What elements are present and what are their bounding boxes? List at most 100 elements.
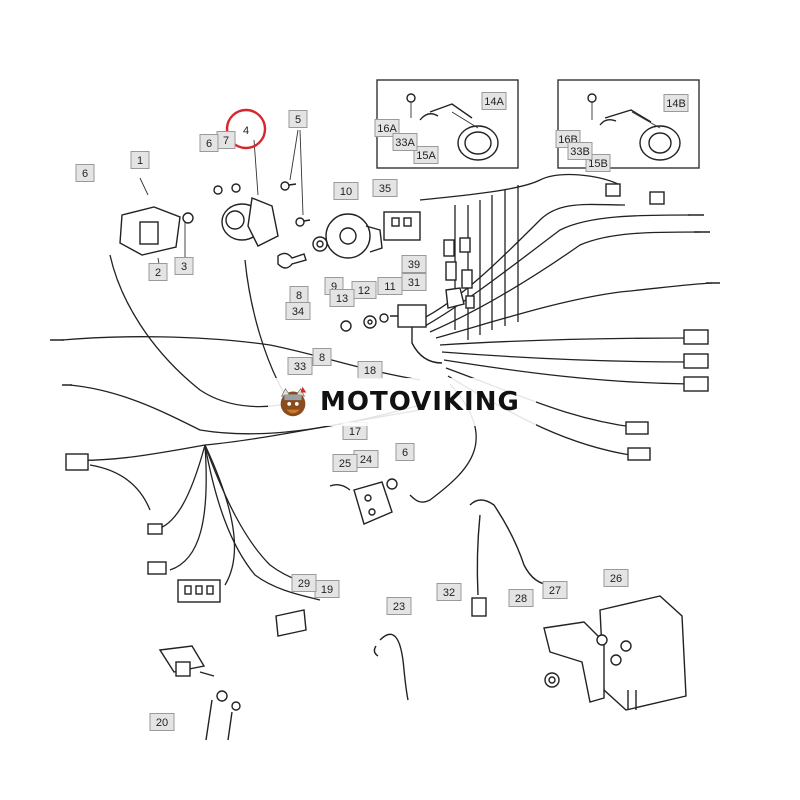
label-text: 6	[402, 447, 408, 459]
part-5-screws	[280, 129, 311, 227]
part-1-relay	[119, 177, 194, 271]
part-label-19: 19	[314, 580, 340, 598]
part-label-33b: 33B	[567, 142, 593, 160]
label-box	[174, 257, 194, 275]
part-label-18: 18	[357, 361, 383, 379]
part-label-14a: 14A	[481, 92, 507, 110]
label-text: 11	[384, 281, 395, 293]
label-box	[374, 119, 400, 137]
part-39-31-pins	[443, 237, 475, 309]
part-label-6: 6	[395, 443, 415, 461]
part-20-switch	[158, 645, 241, 741]
label-box	[148, 263, 168, 281]
label-text: 33B	[570, 146, 590, 158]
part-label-4: 4	[243, 125, 249, 137]
label-box	[567, 142, 593, 160]
label-box	[372, 179, 398, 197]
label-text: 9	[331, 281, 337, 293]
part-label-31: 31	[401, 273, 427, 291]
part-label-1: 1	[130, 151, 150, 169]
part-label-15a: 15A	[413, 146, 439, 164]
part-label-20: 20	[149, 713, 175, 731]
label-box	[287, 357, 313, 375]
part-26-27-28-unit	[543, 595, 687, 711]
label-text: 17	[349, 426, 361, 438]
label-box	[603, 569, 629, 587]
part-11-sensor	[390, 304, 443, 364]
part-29-connector	[177, 579, 221, 603]
wire-terminals	[50, 183, 720, 575]
label-text: 5	[295, 114, 301, 126]
label-box	[329, 289, 355, 307]
part-label-12: 12	[351, 281, 377, 299]
part-label-13: 13	[329, 289, 355, 307]
label-text: 16A	[377, 123, 397, 135]
label-text: 8	[319, 352, 325, 364]
label-text: 3	[181, 261, 187, 273]
label-text: 6	[206, 138, 212, 150]
label-box	[291, 574, 317, 592]
part-label-35: 35	[372, 179, 398, 197]
label-text: 25	[339, 458, 351, 470]
viking-mascot-logo	[280, 386, 307, 417]
part-label-27: 27	[542, 581, 568, 599]
label-text: 7	[223, 135, 229, 147]
part-label-14b: 14B	[663, 94, 689, 112]
part-23-strap	[373, 633, 409, 701]
label-text: 2	[155, 267, 161, 279]
highlight-circle	[225, 108, 267, 150]
label-box	[436, 583, 462, 601]
label-box	[386, 597, 412, 615]
label-text: 28	[515, 593, 527, 605]
label-text: 33	[294, 361, 306, 373]
label-text: 31	[408, 277, 420, 289]
part-label-23: 23	[386, 597, 412, 615]
watermark-banner: MOTOVIKING	[268, 378, 536, 426]
label-text: 10	[340, 186, 352, 198]
label-box	[312, 348, 332, 366]
label-box	[663, 94, 689, 112]
label-text: 13	[336, 293, 348, 305]
label-box	[75, 164, 95, 182]
part-label-2: 2	[148, 263, 168, 281]
part-label-28: 28	[508, 589, 534, 607]
part-9-nut	[312, 236, 328, 252]
label-text: 35	[379, 183, 391, 195]
label-text: 33A	[395, 137, 415, 149]
part-8-key	[277, 252, 307, 269]
label-box	[413, 146, 439, 164]
part-12-13-bolts	[340, 313, 389, 332]
label-box	[333, 182, 359, 200]
part-label-6: 6	[75, 164, 95, 182]
label-box	[332, 454, 358, 472]
label-text: 26	[610, 573, 622, 585]
part-label-8: 8	[312, 348, 332, 366]
part-label-24: 24	[353, 450, 379, 468]
part-4-switch	[213, 139, 279, 247]
label-text: 24	[360, 454, 372, 466]
label-box	[542, 581, 568, 599]
part-label-10: 10	[333, 182, 359, 200]
label-text: 20	[156, 717, 168, 729]
part-32-cable	[469, 499, 553, 617]
label-box	[401, 273, 427, 291]
wire-bundle-right	[409, 173, 713, 503]
label-box	[285, 302, 311, 320]
part-label-5: 5	[288, 110, 308, 128]
label-text: 15A	[416, 150, 436, 162]
label-box	[392, 133, 418, 151]
label-box	[395, 443, 415, 461]
part-label-3: 3	[174, 257, 194, 275]
label-text: 23	[393, 601, 405, 613]
part-label-33: 33	[287, 357, 313, 375]
label-box	[288, 110, 308, 128]
watermark-text: MOTOVIKING	[320, 387, 520, 417]
part-label-16a: 16A	[374, 119, 400, 137]
part-label-33a: 33A	[392, 133, 418, 151]
label-text: 14A	[484, 96, 504, 108]
label-text: 6	[82, 168, 88, 180]
label-text: 14B	[666, 98, 686, 110]
part-10-horn	[325, 213, 383, 259]
